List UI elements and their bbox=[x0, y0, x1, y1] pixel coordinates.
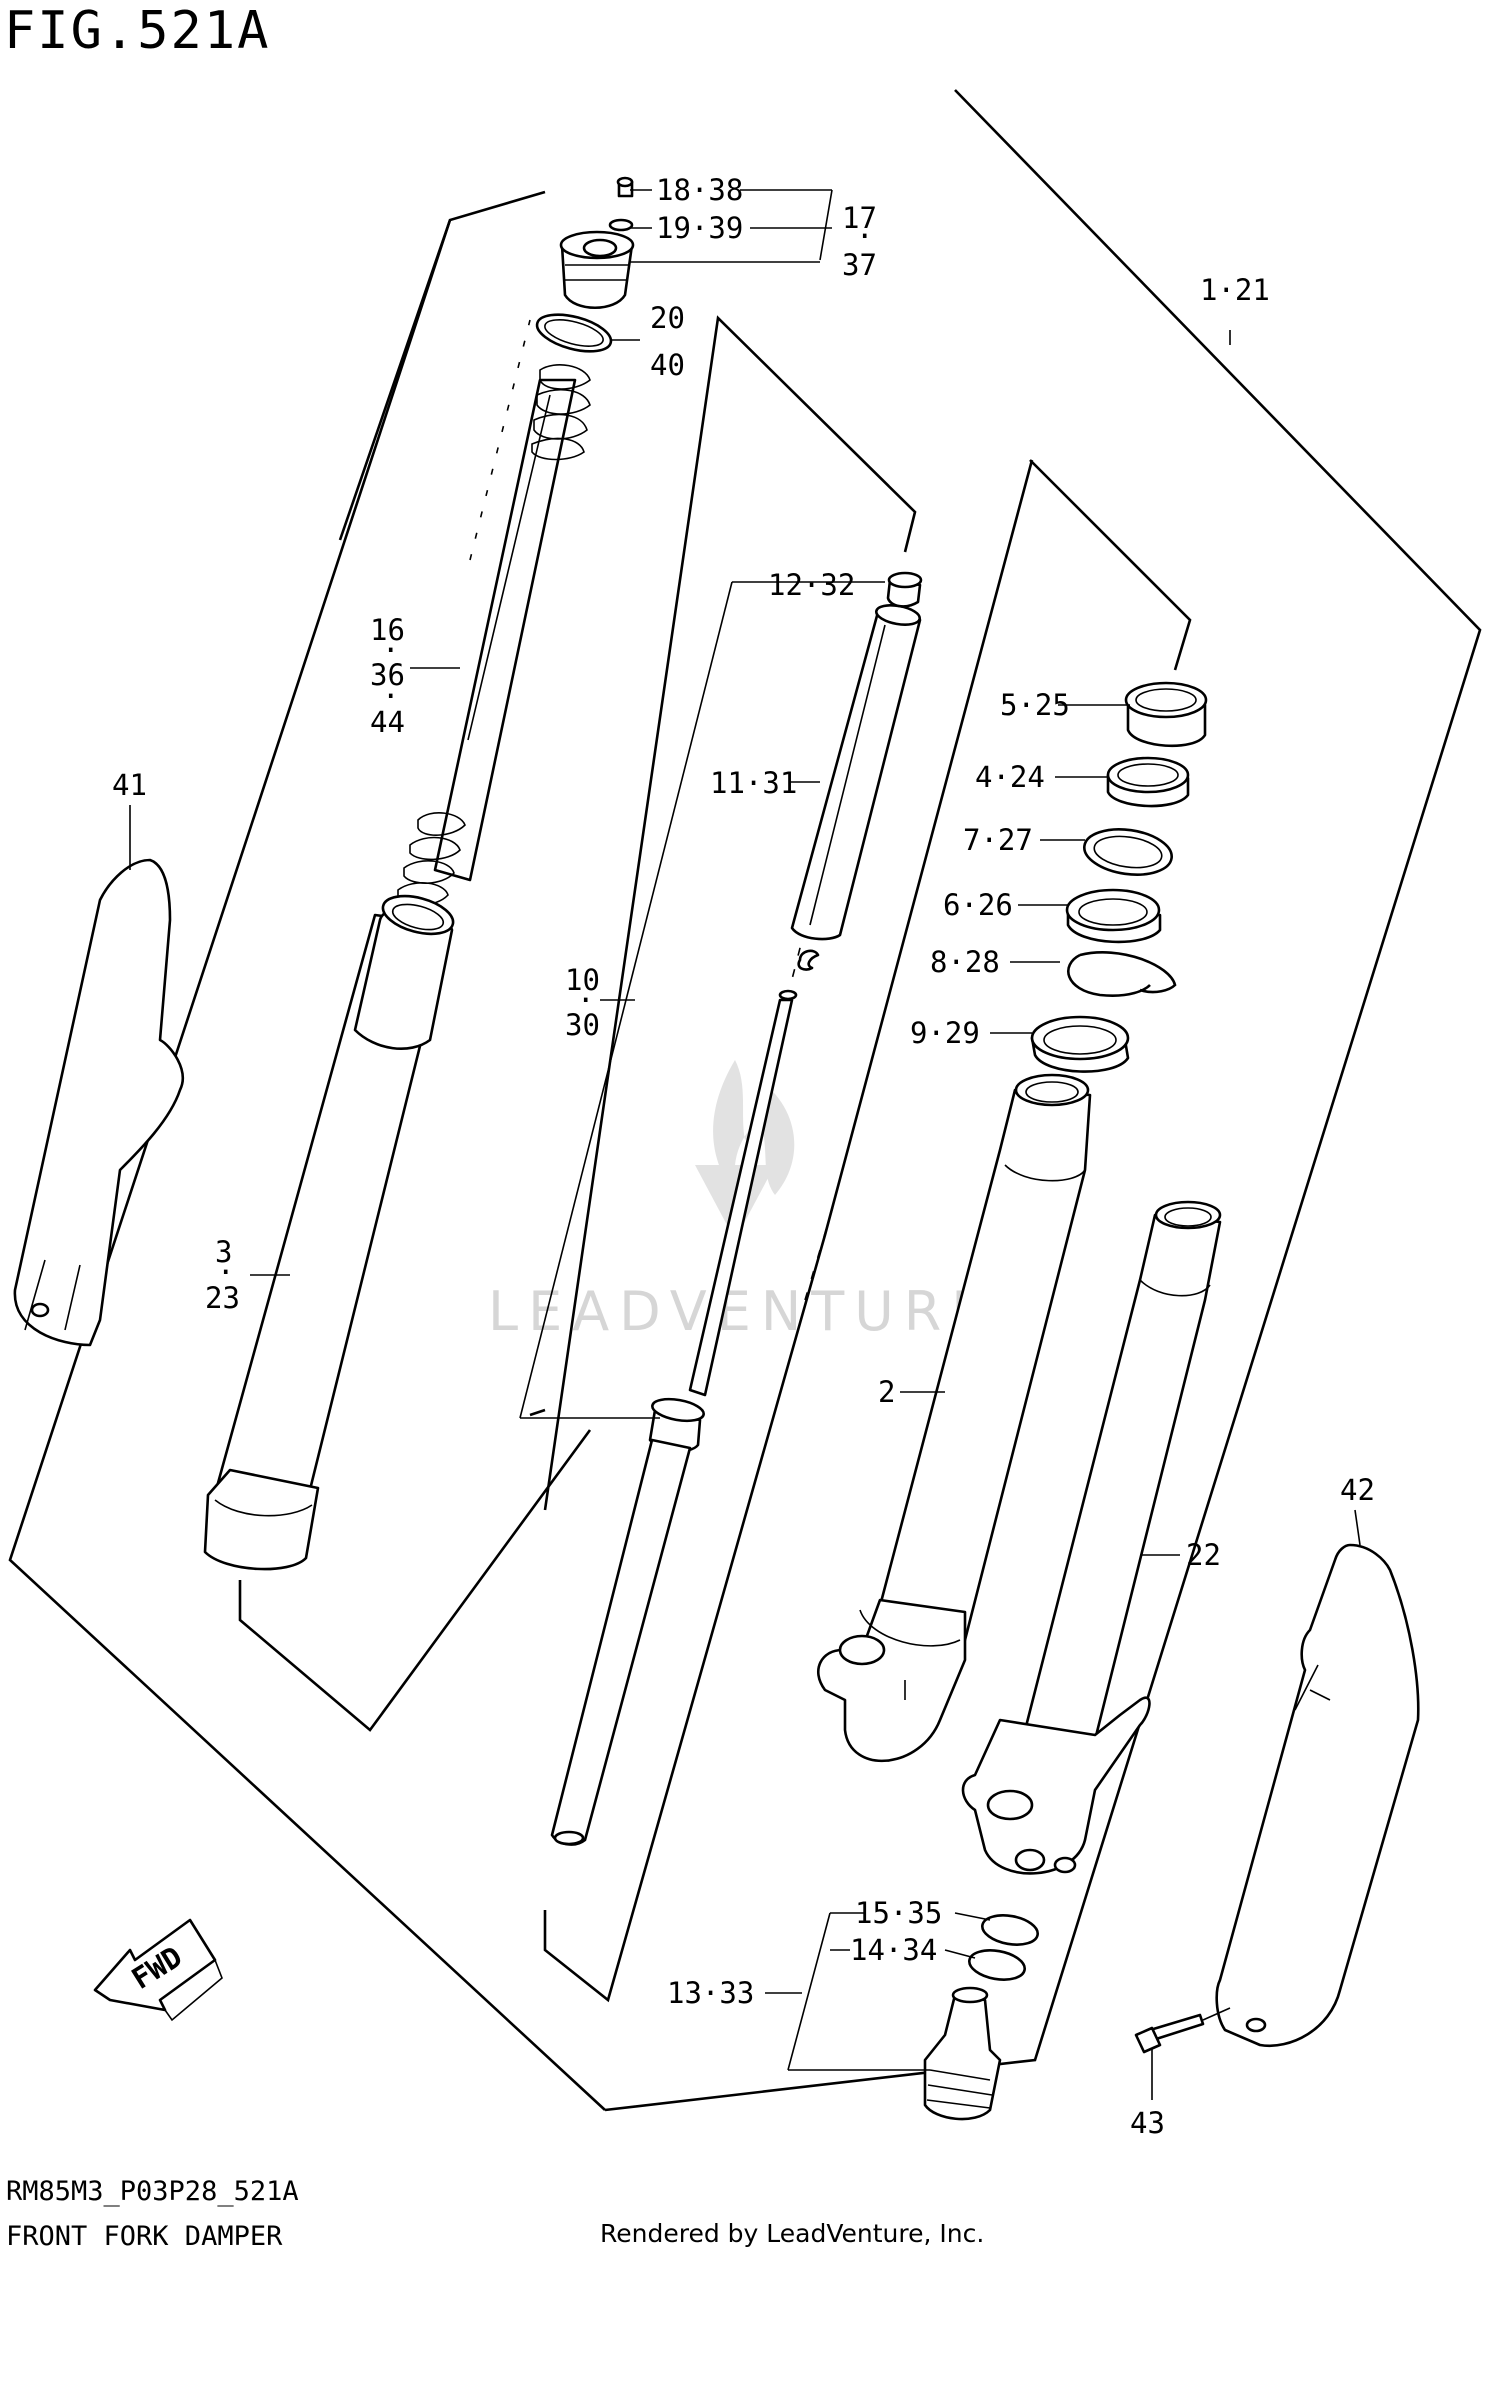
cap-bolt[interactable] bbox=[616, 176, 634, 198]
callout-3: 3 bbox=[215, 1235, 232, 1269]
rod-guide[interactable] bbox=[790, 602, 922, 941]
o-ring-upper[interactable] bbox=[980, 1911, 1040, 1948]
fork-guard-right[interactable] bbox=[1215, 1543, 1420, 2048]
leader-lines bbox=[129, 189, 1361, 2100]
slide-bushing-lower[interactable] bbox=[1106, 756, 1190, 808]
callout-1-21: 1·21 bbox=[1200, 273, 1270, 307]
o-ring[interactable] bbox=[533, 308, 615, 359]
callout-13-33: 13·33 bbox=[667, 1976, 754, 2010]
callout-40: 40 bbox=[650, 348, 685, 382]
callout-43: 43 bbox=[1130, 2106, 1165, 2140]
figure-name: FRONT FORK DAMPER bbox=[6, 2221, 283, 2252]
inner-assembly-outline bbox=[543, 315, 1192, 2003]
callout-17-dot: · bbox=[856, 219, 873, 253]
slide-bushing-upper[interactable] bbox=[1124, 681, 1208, 748]
callout-6-26: 6·26 bbox=[943, 888, 1013, 922]
cap-washer[interactable] bbox=[608, 218, 634, 232]
callout-11-31: 11·31 bbox=[710, 766, 797, 800]
assembly-outline bbox=[8, 89, 1482, 2112]
callout-5-25: 5·25 bbox=[1000, 688, 1070, 722]
callout-36: 36 bbox=[370, 658, 405, 692]
callout-17: 17 bbox=[842, 201, 877, 235]
callout-10: 10 bbox=[565, 963, 600, 997]
figure-code: RM85M3_P03P28_521A bbox=[6, 2176, 299, 2207]
callout-37: 37 bbox=[842, 248, 877, 282]
callout-20: 20 bbox=[650, 301, 685, 335]
fork-spring[interactable] bbox=[397, 364, 591, 906]
base-valve[interactable] bbox=[923, 1986, 1002, 2121]
watermark: LEADVENTURE bbox=[488, 1060, 995, 1343]
callout-19-39: 19·39 bbox=[656, 211, 743, 245]
callout-30: 30 bbox=[565, 1008, 600, 1042]
callout-15-35: 15·35 bbox=[855, 1896, 942, 1930]
callout-36-dot: · bbox=[382, 679, 399, 713]
callout-23: 23 bbox=[205, 1281, 240, 1315]
watermark-text: LEADVENTURE bbox=[488, 1280, 995, 1343]
fork-cap[interactable] bbox=[559, 230, 635, 309]
callout-9-29: 9·29 bbox=[910, 1016, 980, 1050]
outer-tube-right[interactable] bbox=[817, 1073, 1092, 1762]
fwd-arrow-icon: FWD bbox=[93, 1918, 223, 2022]
callout-10-dot: · bbox=[577, 983, 594, 1017]
callout-2: 2 bbox=[878, 1375, 895, 1409]
locknut[interactable] bbox=[886, 571, 923, 608]
seat-washer[interactable] bbox=[1081, 824, 1174, 880]
oil-seal[interactable] bbox=[1065, 888, 1162, 944]
callout-7-27: 7·27 bbox=[963, 823, 1033, 857]
callout-3-dot: · bbox=[217, 1255, 234, 1289]
fork-guard-left[interactable] bbox=[13, 858, 184, 1347]
left-fork-tube[interactable] bbox=[203, 889, 457, 1571]
callout-4-24: 4·24 bbox=[975, 760, 1045, 794]
outer-tube-frame bbox=[238, 1408, 592, 1732]
callout-22: 22 bbox=[1186, 1538, 1221, 1572]
callout-8-28: 8·28 bbox=[930, 945, 1000, 979]
callout-41: 41 bbox=[112, 768, 147, 802]
o-ring-lower[interactable] bbox=[967, 1946, 1027, 1983]
callout-44: 44 bbox=[370, 705, 405, 739]
figure-title: FIG.521A bbox=[4, 1, 270, 61]
guard-bolt[interactable] bbox=[1134, 2007, 1231, 2054]
rendered-by: Rendered by LeadVenture, Inc. bbox=[600, 2219, 984, 2248]
callout-16-dot: · bbox=[382, 633, 399, 667]
circlip[interactable] bbox=[797, 949, 820, 971]
outer-tube-far-right[interactable] bbox=[961, 1200, 1222, 1875]
callout-12-32: 12·32 bbox=[768, 568, 855, 602]
callout-16: 16 bbox=[370, 613, 405, 647]
dust-seal[interactable] bbox=[1030, 1015, 1130, 1073]
snap-ring[interactable] bbox=[1067, 951, 1177, 997]
callout-14-34: 14·34 bbox=[850, 1933, 937, 1967]
callout-18-38: 18·38 bbox=[656, 173, 743, 207]
callout-42: 42 bbox=[1340, 1473, 1375, 1507]
frame-segment bbox=[338, 219, 452, 541]
damper-cylinder[interactable] bbox=[550, 989, 798, 1846]
